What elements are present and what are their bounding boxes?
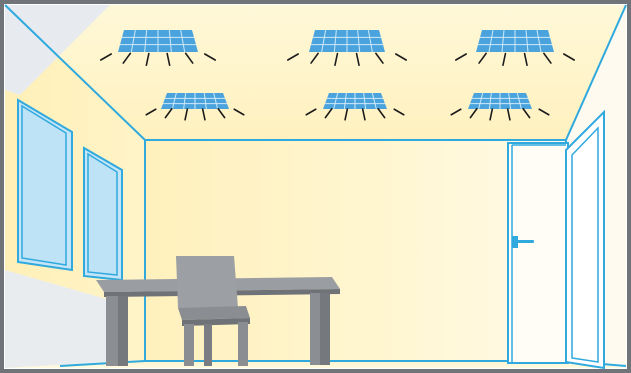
light-ray — [395, 53, 407, 61]
light-ray — [324, 107, 333, 119]
light-ray — [287, 53, 299, 61]
light-ray — [166, 52, 171, 67]
light-ray — [100, 53, 112, 61]
door-handle-icon — [512, 236, 534, 248]
light-ray — [522, 107, 531, 119]
light-ray — [489, 108, 494, 121]
light-ray — [201, 108, 206, 121]
light-ray — [122, 52, 132, 64]
ceiling-light-panel-icon — [145, 92, 245, 121]
ceiling-light-panel-icon — [287, 29, 407, 67]
light-ray — [310, 52, 319, 64]
ceiling-lights — [100, 29, 575, 121]
light-ray — [375, 52, 384, 64]
light-ray — [563, 53, 575, 61]
light-ray — [355, 52, 360, 67]
door — [507, 109, 605, 370]
left-wall-lower-shadow — [5, 270, 110, 368]
window-icon — [83, 146, 123, 282]
light-ray — [502, 52, 507, 67]
light-ray — [478, 52, 487, 64]
light-ray — [145, 108, 157, 116]
light-ray — [361, 108, 366, 121]
light-ray — [344, 108, 349, 121]
window-icon — [17, 98, 73, 272]
light-ray — [184, 108, 189, 121]
light-ray — [543, 52, 552, 64]
ceiling-light-panel-icon — [455, 29, 575, 67]
light-ray — [334, 52, 339, 67]
light-ray — [204, 53, 216, 61]
light-ray — [469, 107, 478, 119]
chair-icon — [176, 256, 250, 366]
light-ray — [217, 107, 226, 119]
light-ray — [233, 108, 245, 116]
ceiling-light-panel-icon — [305, 92, 405, 121]
ceiling-light-panel-icon — [450, 92, 550, 121]
light-ray — [538, 108, 550, 116]
light-ray — [523, 52, 528, 67]
left-wall-shadow — [5, 5, 110, 95]
light-ray — [305, 108, 317, 116]
light-ray — [450, 108, 462, 116]
light-ray — [377, 107, 386, 119]
light-ray — [184, 52, 194, 64]
light-ray — [393, 108, 405, 116]
light-ray — [455, 53, 467, 61]
light-ray — [164, 107, 173, 119]
light-ray — [506, 108, 511, 121]
light-ray — [145, 52, 150, 67]
ceiling-light-panel-icon — [100, 29, 216, 67]
